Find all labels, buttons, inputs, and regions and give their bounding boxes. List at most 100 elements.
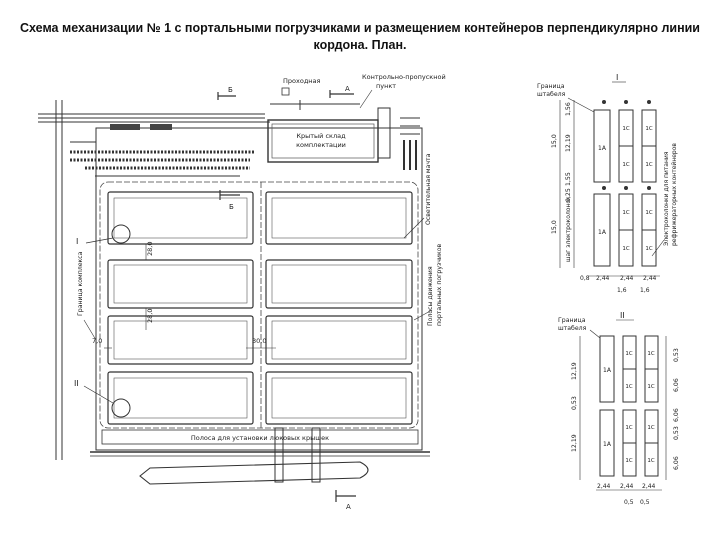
detail-i-dim-155: 1,55: [565, 172, 572, 186]
detail-marker-ii-label: II: [74, 379, 79, 388]
detail-i-dim-156: 1,56: [565, 102, 572, 116]
railway-tracks: [38, 100, 270, 460]
detail-i-power-note-1: Электроколонки для питания: [663, 151, 670, 246]
checkpoint-building-label: Проходная: [283, 77, 321, 85]
detail-ii-dim-053-right: 0,53: [673, 348, 680, 362]
container-stack: [265, 315, 413, 365]
power-column-icon: [647, 100, 651, 104]
detail-i-electro-step: шаг электроколонок: [565, 196, 572, 262]
container-1a: [599, 409, 615, 477]
detail-ii-dim-053: 0,53: [571, 396, 578, 410]
container-stack: [107, 371, 254, 425]
lighting-mast-label: Осветительная мачта: [425, 153, 432, 225]
hatch-cover-strip-label: Полоса для установки люковых крышек: [191, 434, 329, 442]
detail-ii-dim-1219: 12,19: [571, 362, 578, 380]
power-column-icon: [624, 186, 628, 190]
container-1c-label: 1С: [645, 246, 652, 252]
detail-ii-dim-606-a: 6,06: [673, 378, 680, 392]
detail-i-boundary-label-2: штабеля: [537, 90, 566, 98]
detail-i-power-note-2: рефрижераторных контейнеров: [671, 143, 678, 246]
gate-structure: [400, 117, 420, 170]
container-1c-label: 1С: [622, 162, 629, 168]
dim-7: 7,0: [92, 337, 102, 345]
detail-ii-dim-606-b: 6,06: [673, 408, 680, 422]
detail-ii-bottom-244: 2,44: [620, 483, 634, 490]
detail-marker-i-label: I: [76, 237, 78, 246]
power-column-icon: [602, 186, 606, 190]
detail-ii-title: II: [620, 311, 625, 320]
container-stack: [265, 371, 413, 425]
detail-ii-bottom-244: 2,44: [642, 483, 656, 490]
control-post-label-1: Контрольно-пропускной: [362, 73, 446, 81]
detail-i-title: I: [616, 73, 618, 82]
traffic-lanes-label-1: Полосы движения: [427, 266, 434, 326]
detail-ii-bottom-05: 0,5: [640, 499, 650, 506]
control-post-label-2: пункт: [376, 82, 396, 90]
section-a-top-label: А: [345, 85, 350, 93]
dim-28-upper: 28,0: [146, 242, 154, 256]
container-1c-label: 1С: [625, 458, 632, 464]
container-stack: [265, 191, 413, 245]
detail-marker-i-circle: [111, 224, 131, 244]
container-1c: [641, 229, 657, 267]
hatch-cover-strip: [101, 429, 419, 445]
container-1c-label: 1С: [647, 351, 654, 357]
detail-marker-ii-circle: [111, 398, 131, 418]
section-a-bottom-label: А: [346, 503, 351, 511]
detail-ii-bottom-05: 0,5: [624, 499, 634, 506]
container-stacks-right: [265, 191, 413, 425]
container-1a: [593, 109, 611, 183]
container-stacks-left: [107, 191, 254, 425]
container-1c: [618, 145, 634, 183]
container-1c: [622, 368, 637, 403]
detail-ii-boundary-label-1: Граница: [558, 317, 586, 324]
container-stack: [107, 259, 254, 309]
detail-i-bottom-244: 2,44: [596, 275, 610, 282]
detail-i-dim-150b: 15,0: [551, 220, 558, 234]
container-1c-label: 1С: [622, 246, 629, 252]
container-1c: [644, 442, 659, 477]
detail-i-bottom-16: 1,6: [640, 287, 650, 294]
container-1c-label: 1С: [625, 351, 632, 357]
container-stack: [107, 191, 254, 245]
container-1c-label: 1С: [647, 425, 654, 431]
rail-wagon: [110, 124, 140, 130]
detail-ii-dim-1219: 12,19: [571, 434, 578, 452]
detail-i-bottom-244: 2,44: [643, 275, 657, 282]
crane-rail-left: [274, 427, 284, 483]
ship-hull: [139, 461, 369, 485]
detail-ii-boundary-label-2: штабеля: [558, 324, 587, 332]
warehouse-label-2: комплектации: [296, 141, 346, 149]
container-1c: [644, 368, 659, 403]
detail-i-boundary-label-1: Граница: [537, 83, 565, 90]
container-1a-label: 1А: [598, 229, 607, 236]
detail-ii-bottom-244: 2,44: [597, 483, 611, 490]
container-1c-label: 1С: [625, 425, 632, 431]
detail-ii-dim-053-right: 0,53: [673, 426, 680, 440]
detail-i-dim-025: 0,25: [565, 188, 572, 202]
container-1a: [599, 335, 615, 403]
page-title: Схема механизации № 1 с портальными погр…: [20, 21, 700, 52]
detail-i-dim-1219: 12,19: [565, 134, 572, 152]
main-plan: Крытый склад комплектации Проходная Конт…: [38, 73, 446, 511]
power-column-icon: [602, 100, 606, 104]
container-1c-label: 1С: [645, 210, 652, 216]
container-1c-label: 1С: [647, 458, 654, 464]
traffic-lanes-label-2: портальных погрузчиков: [436, 244, 443, 326]
container-1a: [593, 193, 611, 267]
detail-i-dim-150: 15,0: [551, 134, 558, 148]
detail-ii-dim-606-c: 6,06: [673, 456, 680, 470]
container-1a-label: 1А: [603, 367, 612, 374]
crane-rail-right: [311, 427, 321, 483]
detail-i-bottom-16: 1,6: [617, 287, 627, 294]
container-stack: [107, 315, 254, 365]
container-1a-label: 1А: [603, 441, 612, 448]
checkpoint-building: [281, 87, 290, 96]
section-b-top-label: Б: [228, 86, 233, 94]
container-1c-label: 1С: [625, 384, 632, 390]
section-b-mid-label: Б: [229, 203, 234, 211]
warehouse-ramp: [377, 107, 391, 159]
detail-ii: II Граница штабеля 12,19 0,53 12,19 1А 1…: [558, 311, 680, 506]
container-1c: [618, 229, 634, 267]
